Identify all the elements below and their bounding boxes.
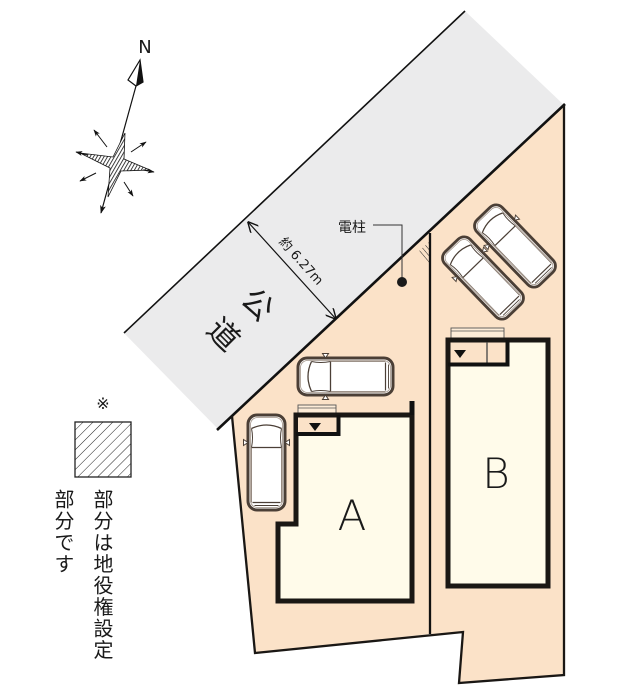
compass-direction-arrows-icon <box>75 129 155 197</box>
public-road: 公 道 約 6.27m <box>123 10 564 429</box>
north-arrow-fill-icon <box>136 60 143 86</box>
road-boundary-line <box>216 103 566 431</box>
legend: ※ <box>74 394 132 478</box>
legend-mark: ※ <box>96 394 109 413</box>
legend-text-column-2: 部分です <box>51 489 75 575</box>
lot-a-label: A <box>338 491 367 540</box>
entrance-a-marker-icon <box>309 423 321 431</box>
building-a: A <box>275 401 415 604</box>
utility-pole: 電柱 <box>338 220 407 287</box>
entrance-b <box>450 342 507 363</box>
road-far-edge <box>123 10 466 334</box>
porch-b <box>450 327 505 340</box>
compass: N <box>75 37 155 214</box>
legend-hatch-swatch-icon <box>74 421 132 478</box>
utility-pole-label: 電柱 <box>338 220 366 236</box>
property-boundary <box>230 105 566 685</box>
road-width-dimension-arrow <box>248 222 336 319</box>
utility-pole-icon <box>397 277 407 287</box>
lot-b-label: B <box>482 449 510 498</box>
easement-hatched-area <box>417 241 430 267</box>
parked-car-icon <box>296 352 395 401</box>
entrance-b-marker-icon <box>454 350 466 358</box>
road-area <box>124 11 564 429</box>
compass-star-icon <box>79 132 151 198</box>
legend-text-column-1: 部分は地役権設定 <box>90 489 114 661</box>
building-b-outline <box>445 337 551 589</box>
north-label: N <box>138 37 151 58</box>
utility-pole-leader-line <box>373 224 403 278</box>
building-b: B <box>445 327 551 589</box>
parked-car-icon <box>242 413 291 512</box>
